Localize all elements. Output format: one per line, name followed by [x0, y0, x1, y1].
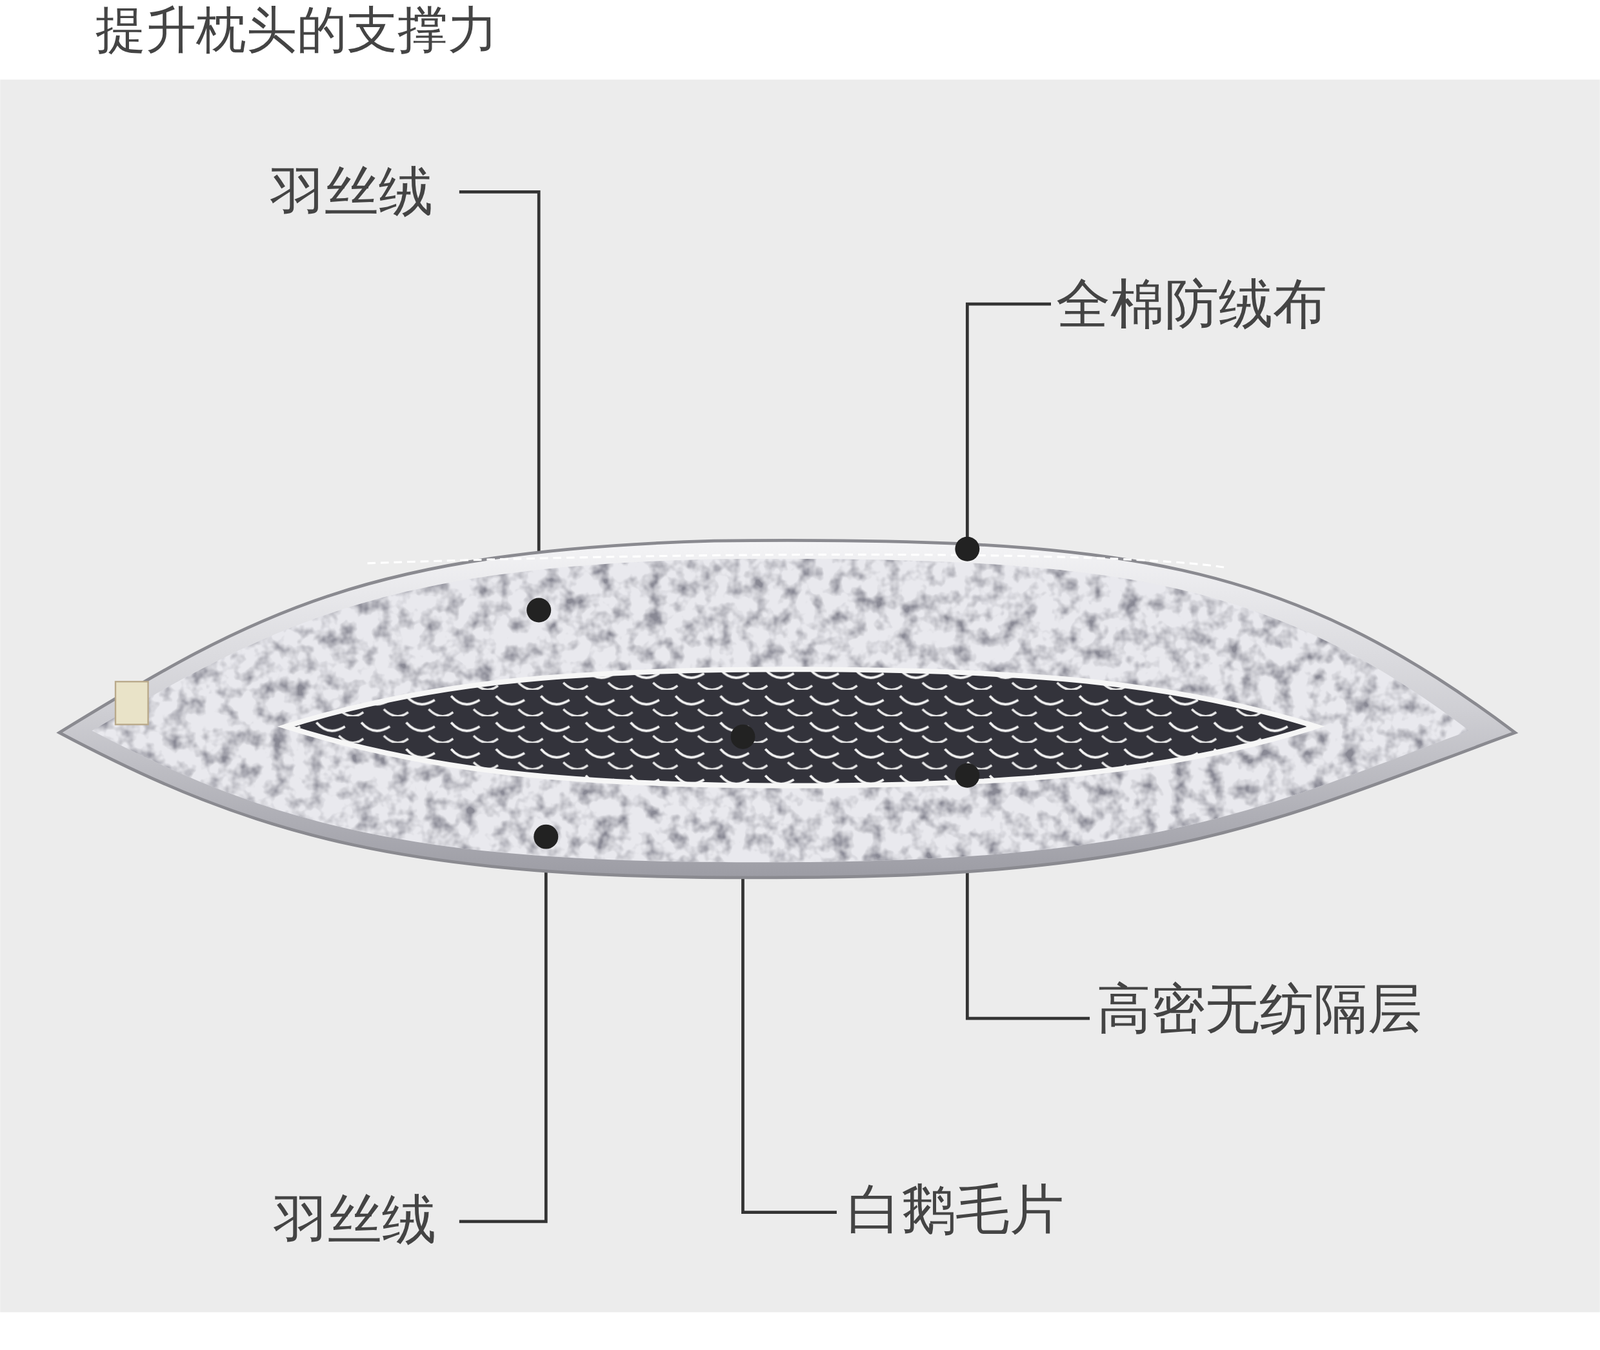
feather-core — [285, 669, 1317, 786]
label-tag — [115, 681, 149, 724]
part-label: 羽丝绒 — [273, 1188, 437, 1251]
stitch — [367, 554, 1225, 568]
pillow-shell — [59, 540, 1515, 878]
panel — [0, 79, 1600, 1312]
part-label: 羽丝绒 — [270, 160, 433, 224]
part-label: 全棉防绒布 — [1056, 272, 1328, 336]
part-label: 白鹅毛片 — [847, 1178, 1064, 1241]
down-filling — [92, 558, 1470, 862]
leader-dots — [526, 536, 980, 850]
heading-text: 提升枕头的支撑力 — [95, 1, 499, 60]
part-label: 高密无纺隔层 — [1096, 977, 1422, 1040]
